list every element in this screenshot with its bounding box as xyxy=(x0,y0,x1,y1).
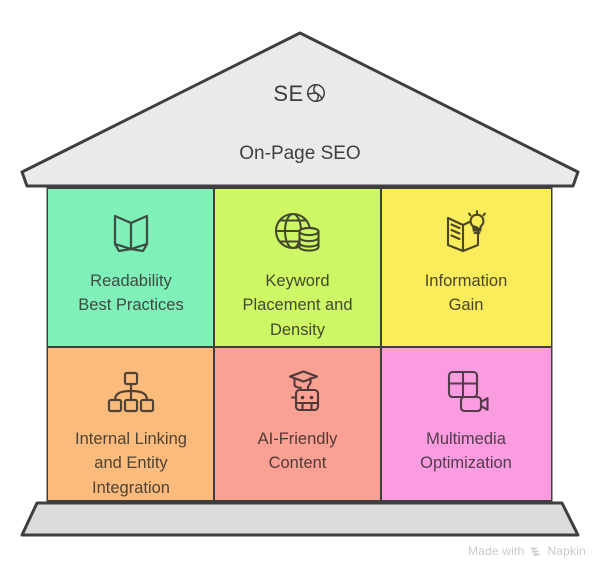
cell-label-line: Best Practices xyxy=(78,296,184,315)
cell-label-line: Density xyxy=(269,320,325,339)
cell-label-line: Information xyxy=(424,272,508,290)
cell-ai-friendly-content[interactable]: AI-Friendly Content xyxy=(214,347,381,500)
cell-label-line: and Entity xyxy=(94,454,168,473)
cell-label-internal-linking: Internal Linking and Entity Integration xyxy=(67,427,195,500)
foundation-shape xyxy=(20,501,580,537)
cell-label-line: Internal Linking xyxy=(75,429,187,448)
cell-label-line: Gain xyxy=(448,296,484,315)
cell-label-line: Optimization xyxy=(420,454,512,473)
roof-title: On-Page SEO xyxy=(239,143,361,164)
cell-label-line: Keyword xyxy=(265,272,330,290)
cell-label-line: Placement and xyxy=(242,296,353,315)
cell-information-gain[interactable]: Information Gain xyxy=(381,189,551,347)
cell-label-ai-friendly: AI-Friendly Content xyxy=(250,427,346,476)
cell-multimedia-optimization[interactable]: Multimedia Optimization xyxy=(381,347,551,500)
cell-label-line: Content xyxy=(268,454,327,473)
book-lightbulb-icon xyxy=(439,207,493,261)
cell-label-multimedia: Multimedia Optimization xyxy=(412,427,520,476)
open-book-icon xyxy=(105,207,157,261)
cell-label-line: Readability xyxy=(90,272,172,290)
cell-label-line: Integration xyxy=(92,478,170,497)
cell-label-keyword: Keyword Placement and Density xyxy=(234,269,360,342)
napkin-logo-icon xyxy=(529,545,542,558)
cell-label-line: Multimedia xyxy=(426,430,506,448)
cell-label-readability: Readability Best Practices xyxy=(70,269,191,318)
napkin-watermark: Made with Napkin xyxy=(468,544,586,558)
media-grid-video-icon xyxy=(439,365,493,419)
pillar-grid: Readability Best Practices xyxy=(48,189,551,500)
watermark-prefix: Made with xyxy=(467,544,525,558)
globe-database-icon xyxy=(271,207,325,261)
watermark-brand: Napkin xyxy=(547,544,586,558)
cell-readability-best-practices[interactable]: Readability Best Practices xyxy=(48,189,214,347)
robot-graduate-icon xyxy=(271,365,325,419)
cell-keyword-placement-and-density[interactable]: Keyword Placement and Density xyxy=(214,189,381,347)
cell-label-information-gain: Information Gain xyxy=(417,269,516,318)
cell-internal-linking-and-entity-integration[interactable]: Internal Linking and Entity Integration xyxy=(48,347,214,500)
roof-shape xyxy=(20,31,580,188)
sitemap-hierarchy-icon xyxy=(105,365,157,419)
cell-label-line: AI-Friendly xyxy=(257,430,338,448)
